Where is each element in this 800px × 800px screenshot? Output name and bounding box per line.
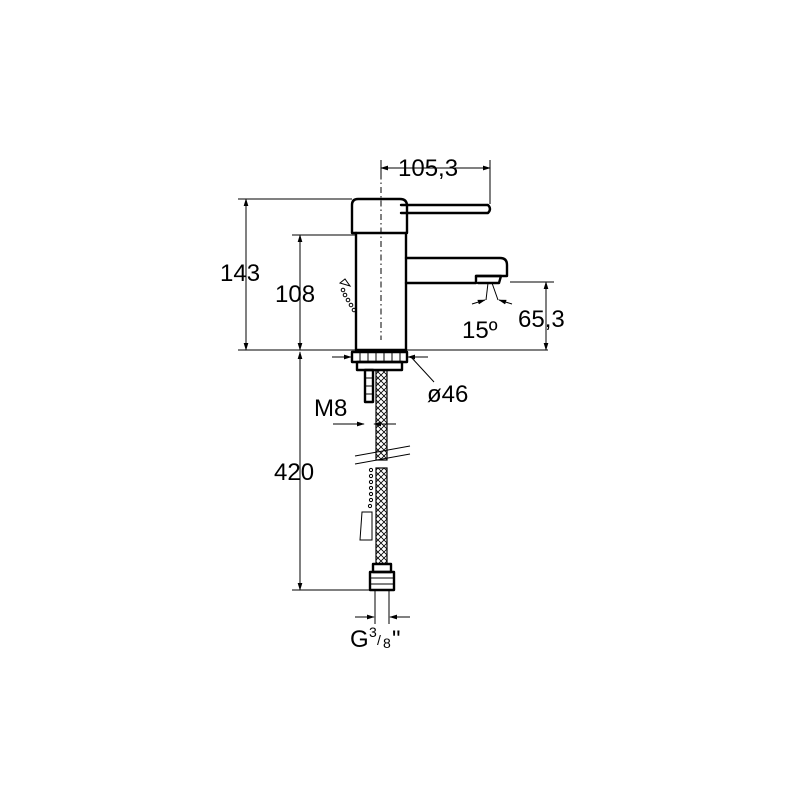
body-column <box>354 231 408 352</box>
label-outlet-angle: 15º <box>462 317 498 344</box>
hose-upper <box>375 369 388 461</box>
dim-thread: M8 <box>314 395 396 427</box>
label-total-height: 143 <box>220 260 260 287</box>
label-spout-reach: 105,3 <box>398 155 458 182</box>
dim-outlet-angle: 15º <box>462 282 513 344</box>
label-connection-main: G <box>350 626 369 653</box>
dim-connection: G 3 / 8 " <box>350 590 410 653</box>
dim-spout-reach: 105,3 <box>380 155 491 204</box>
label-thread: M8 <box>314 395 347 422</box>
label-connection-num: 3 <box>369 624 377 640</box>
label-connection-den: 8 <box>383 635 391 651</box>
dim-spout-height: 108 <box>275 234 356 351</box>
dim-hose-length: 420 <box>274 351 370 591</box>
flexible-hose <box>354 369 411 592</box>
lock-nut <box>355 360 404 372</box>
lever-arm <box>399 203 492 215</box>
hose-nut <box>368 570 396 592</box>
popup-chain <box>338 278 357 313</box>
label-connection-unit: " <box>392 626 401 653</box>
dim-base-diameter: ø46 <box>332 354 468 408</box>
mounting-assembly <box>350 350 409 404</box>
label-outlet-height: 65,3 <box>518 306 565 333</box>
dim-outlet-height: 65,3 <box>510 281 565 351</box>
label-spout-height: 108 <box>275 281 315 308</box>
lower-chain <box>359 467 374 541</box>
chain-weight <box>359 511 373 541</box>
aerator <box>474 274 503 285</box>
label-connection-slash: / <box>377 632 381 648</box>
handle-cap <box>350 197 409 235</box>
label-hose-length: 420 <box>274 459 314 486</box>
dim-total-height: 143 <box>220 198 548 351</box>
faucet-body <box>350 197 509 352</box>
spout <box>404 256 509 285</box>
label-base-diameter: ø46 <box>427 381 468 408</box>
hose-lower <box>375 467 388 565</box>
chain-ring <box>338 278 352 287</box>
